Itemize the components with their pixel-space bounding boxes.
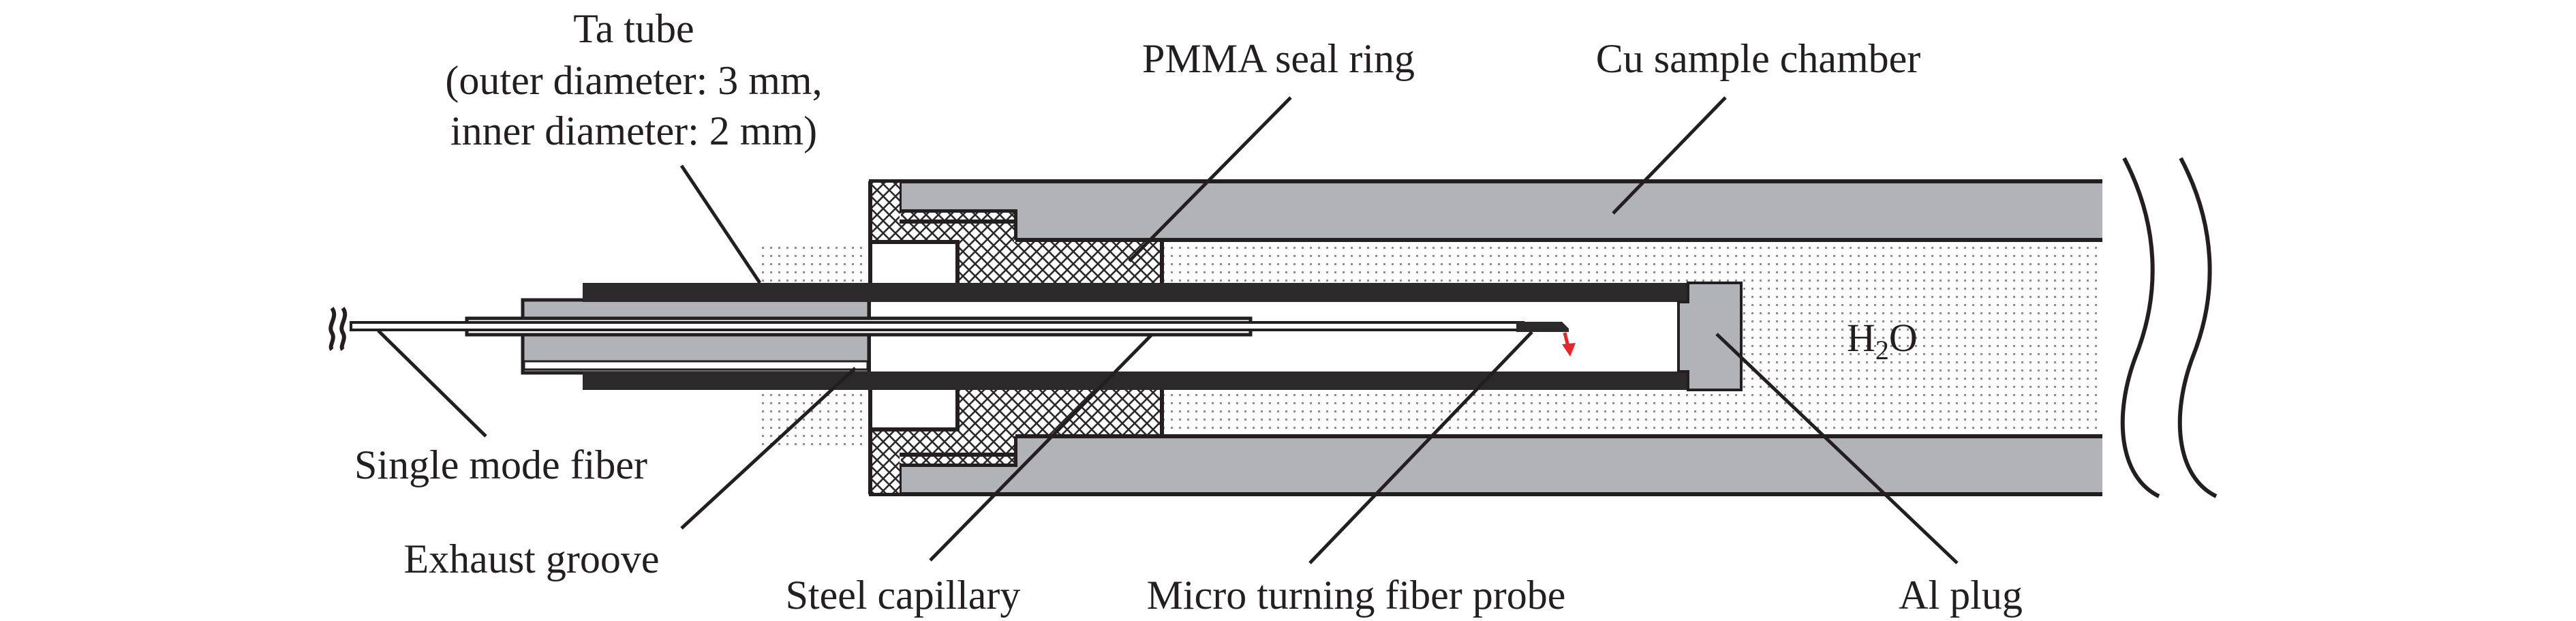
cu-bottom-outline [869,434,2102,496]
cu-top-wall [900,181,2102,240]
leader-fiber [377,329,487,438]
pmma-seal-ring [868,181,1164,494]
label-single-mode-fiber: Single mode fiber [354,442,647,487]
seal-gap-bottom [872,389,957,429]
pmma-bottom-part [871,389,1162,493]
label-ta-tube-title: Ta tube [573,6,694,51]
seal-gap-top [872,242,957,283]
leader-capillary [929,333,1153,562]
fiber-break-icon [328,307,348,351]
leader-probe [1308,331,1533,564]
pmma-bottom-notch [901,455,1014,464]
label-steel-capillary: Steel capillary [786,573,1021,618]
label-micro-turning-fiber-probe: Micro turning fiber probe [1147,573,1566,618]
red-arrow-icon [1562,332,1576,357]
leader-cu [1612,96,1727,215]
cu-sample-chamber [869,179,2102,496]
pmma-top-part [871,183,1162,283]
leader-exhaust [680,367,857,530]
label-water: H2O [1847,316,1918,365]
exhaust-groove [523,360,869,371]
labels: Ta tube (outer diameter: 3 mm, inner dia… [354,6,2023,618]
fiber-probe-tip [1516,322,1569,332]
al-plug-body [1677,282,1743,391]
leader-pmma [1128,96,1292,262]
ta-tube-bore [871,302,1689,372]
cu-bottom-wall [900,436,2102,494]
label-exhaust-groove: Exhaust groove [404,536,660,581]
leader-lines [377,96,1959,564]
al-plug [1677,282,1743,391]
label-pmma-seal-ring: PMMA seal ring [1142,36,1415,81]
label-al-plug: Al plug [1899,573,2023,618]
leader-ta-tube [679,164,762,284]
cu-top-outline [869,179,2102,242]
leader-al-plug [1715,333,1959,564]
chamber-break-icon [2120,157,2218,498]
label-cu-sample-chamber: Cu sample chamber [1596,36,1921,81]
single-mode-fiber [350,321,1524,331]
ta-tube-bottom-wall [583,372,1700,390]
label-ta-tube-inner: inner diameter: 2 mm) [450,108,817,153]
label-ta-tube-outer: (outer diameter: 3 mm, [445,58,822,103]
pmma-top-notch [901,213,1014,221]
ta-tube-top-wall [583,283,1700,302]
ta-tube [583,283,1700,390]
